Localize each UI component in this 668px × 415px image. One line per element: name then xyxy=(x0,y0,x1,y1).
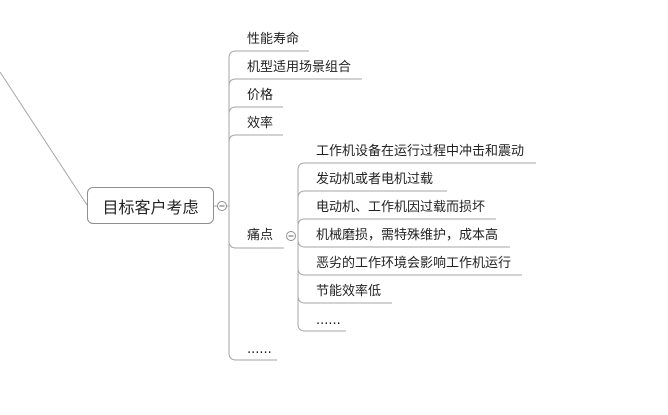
child-connector-1 xyxy=(297,162,536,236)
parent-connector-line xyxy=(0,71,88,206)
pain-point-item[interactable]: 机械磨损，需特殊维护，成本高 xyxy=(316,228,499,243)
pain-point-item[interactable]: 发动机或者电机过载 xyxy=(316,172,434,187)
pain-point-item[interactable]: 电动机、工作机因过载而损坏 xyxy=(316,200,486,215)
central-topic[interactable]: 目标客户考虑 xyxy=(87,187,214,224)
branch-connector-2 xyxy=(228,78,362,206)
pain-point-item[interactable]: 恶劣的工作环境会影响工作机运行 xyxy=(316,256,512,271)
branch-connector-3 xyxy=(228,106,283,206)
pain-point-item[interactable]: 工作机设备在运行过程中冲击和震动 xyxy=(316,144,525,159)
branch-price[interactable]: 价格 xyxy=(247,88,274,103)
minus-circle-icon[interactable] xyxy=(217,201,227,211)
minus-circle-icon[interactable] xyxy=(286,231,296,241)
branch-more[interactable]: ...... xyxy=(247,342,272,357)
pain-point-item[interactable]: ...... xyxy=(316,313,341,328)
branch-model-scenario[interactable]: 机型适用场景组合 xyxy=(247,60,352,75)
child-connector-7 xyxy=(297,236,346,332)
branch-pain-points[interactable]: 痛点 xyxy=(247,228,274,243)
child-connector-3 xyxy=(297,218,496,236)
child-connector-2 xyxy=(297,190,447,236)
branch-connector-1 xyxy=(228,50,309,206)
pain-point-item[interactable]: 节能效率低 xyxy=(316,284,382,299)
branch-connector-4 xyxy=(228,134,283,206)
branch-performance-life[interactable]: 性能寿命 xyxy=(247,32,300,47)
branch-connector-6 xyxy=(228,206,277,361)
branch-efficiency[interactable]: 效率 xyxy=(247,116,274,131)
